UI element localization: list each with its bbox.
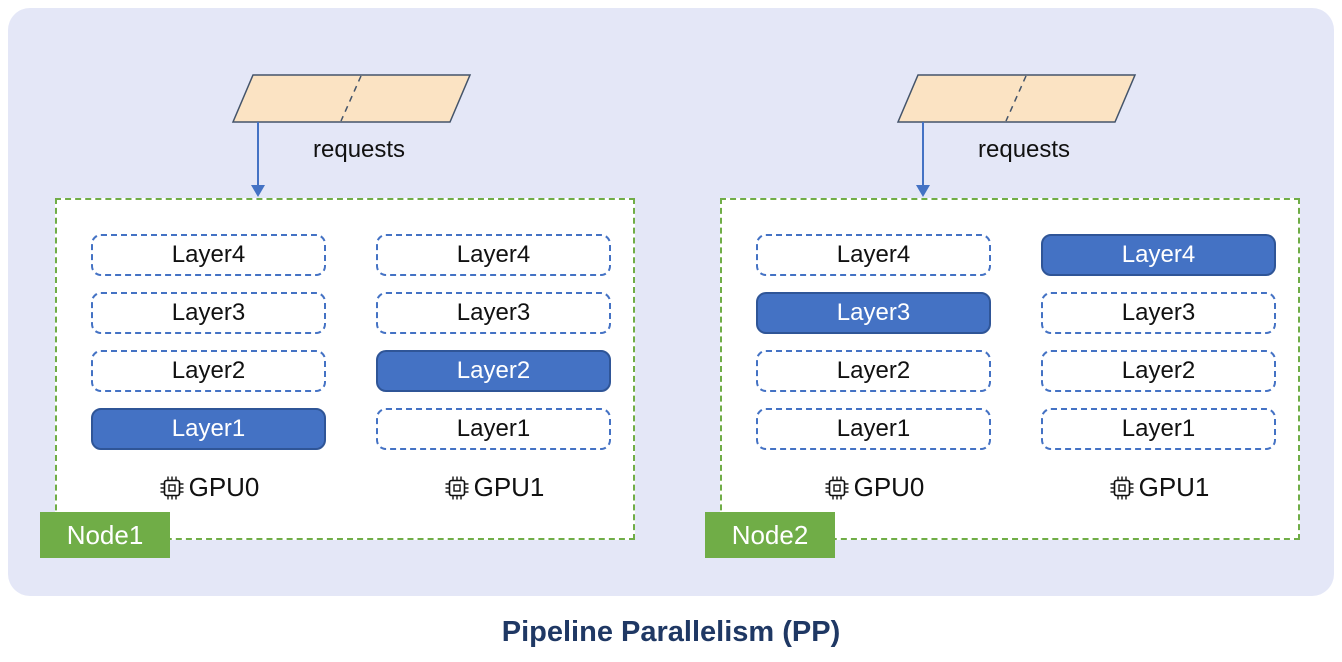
layer-box: Layer4 <box>1041 234 1276 276</box>
requests-group-node2: requests <box>890 70 1150 204</box>
diagram-title: Pipeline Parallelism (PP) <box>501 616 841 648</box>
layer-box: Layer4 <box>756 234 991 276</box>
chip-icon <box>1110 476 1134 499</box>
requests-shape-icon <box>896 74 1137 197</box>
layer-box: Layer1 <box>91 408 326 450</box>
node-badge: Node1 <box>40 512 170 558</box>
layer-box: Layer3 <box>376 292 611 334</box>
layer-box: Layer1 <box>376 408 611 450</box>
gpu-label: GPU0 <box>188 472 260 502</box>
gpu-label: GPU1 <box>1138 472 1210 502</box>
layer-box: Layer3 <box>756 292 991 334</box>
gpu-column-gpu1: Layer4 Layer3 Layer2 Layer1 <box>1041 234 1276 503</box>
chip-icon <box>445 476 469 499</box>
layer-box: Layer2 <box>376 350 611 392</box>
layer-box: Layer1 <box>1041 408 1276 450</box>
gpu-row: GPU0 <box>756 472 991 503</box>
gpu-label: GPU1 <box>473 472 545 502</box>
layer-box: Layer4 <box>376 234 611 276</box>
gpu-column-gpu0: Layer4 Layer3 Layer2 Layer1 <box>91 234 326 503</box>
node-box-node1: Node1 Layer4 Layer3 Layer2 Layer1 <box>40 198 635 558</box>
requests-shape-icon <box>231 74 472 197</box>
node-box-node2: Node2 Layer4 Layer3 Layer2 Layer1 <box>705 198 1300 558</box>
chip-icon <box>160 476 184 499</box>
gpu-row: GPU1 <box>376 472 611 503</box>
requests-group-node1: requests <box>225 70 485 204</box>
gpu-label: GPU0 <box>853 472 925 502</box>
requests-label: requests <box>978 136 1071 163</box>
requests-label: requests <box>313 136 406 163</box>
node-content: Layer4 Layer3 Layer2 Layer1 <box>57 200 633 503</box>
gpu-column-gpu0: Layer4 Layer3 Layer2 Layer1 <box>756 234 991 503</box>
layer-box: Layer4 <box>91 234 326 276</box>
layer-box: Layer2 <box>756 350 991 392</box>
layer-box: Layer3 <box>91 292 326 334</box>
gpu-column-gpu1: Layer4 Layer3 Layer2 Layer1 <box>376 234 611 503</box>
layer-box: Layer3 <box>1041 292 1276 334</box>
node-content: Layer4 Layer3 Layer2 Layer1 <box>722 200 1298 503</box>
layer-box: Layer2 <box>91 350 326 392</box>
chip-icon <box>825 476 849 499</box>
gpu-row: GPU1 <box>1041 472 1276 503</box>
node-badge: Node2 <box>705 512 835 558</box>
layer-box: Layer2 <box>1041 350 1276 392</box>
layer-box: Layer1 <box>756 408 991 450</box>
gpu-row: GPU0 <box>91 472 326 503</box>
